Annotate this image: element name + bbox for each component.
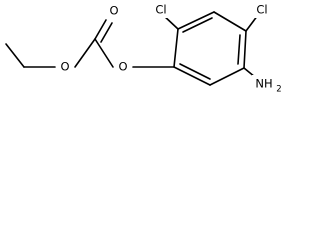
amino-label: NH [255, 77, 272, 91]
ring-bond-c5-c6 [209, 67, 245, 86]
bond-layer [5, 11, 259, 86]
chemical-structure-diagram: O O O Cl Cl NH 2 [5, 2, 283, 95]
ring-bond-c6-c1-inner [179, 63, 211, 80]
ring-bond-c3-c3-inner [182, 17, 213, 33]
ring-bond-c6-c1 [173, 66, 211, 86]
bond-ch3-ch2 [5, 43, 25, 68]
chloro-top-right-label: Cl [256, 3, 267, 17]
ring-bond-c3-c4 [213, 11, 247, 32]
bond-o-carbonyl-carbon [74, 38, 96, 68]
chloro-top-left-label: Cl [155, 3, 166, 17]
bond-carbonyl-carbon-o [94, 38, 114, 68]
ring-bond-c4-c5-inner [237, 34, 241, 65]
bond-carbonyl-double-2 [100, 22, 113, 43]
ester-oxygen-1-label: O [60, 60, 69, 74]
bond-carbonyl-double-1 [94, 19, 107, 40]
carbonyl-oxygen-label: O [109, 4, 118, 18]
ring-bond-c4-c5 [243, 30, 247, 69]
ring-bond-c2-c3 [177, 11, 215, 30]
atom-label-layer: O O O Cl Cl NH 2 [57, 2, 283, 95]
amino-subscript-label: 2 [276, 85, 281, 95]
ester-oxygen-2-label: O [118, 60, 127, 74]
ring-bond-c1-c2 [173, 28, 179, 68]
